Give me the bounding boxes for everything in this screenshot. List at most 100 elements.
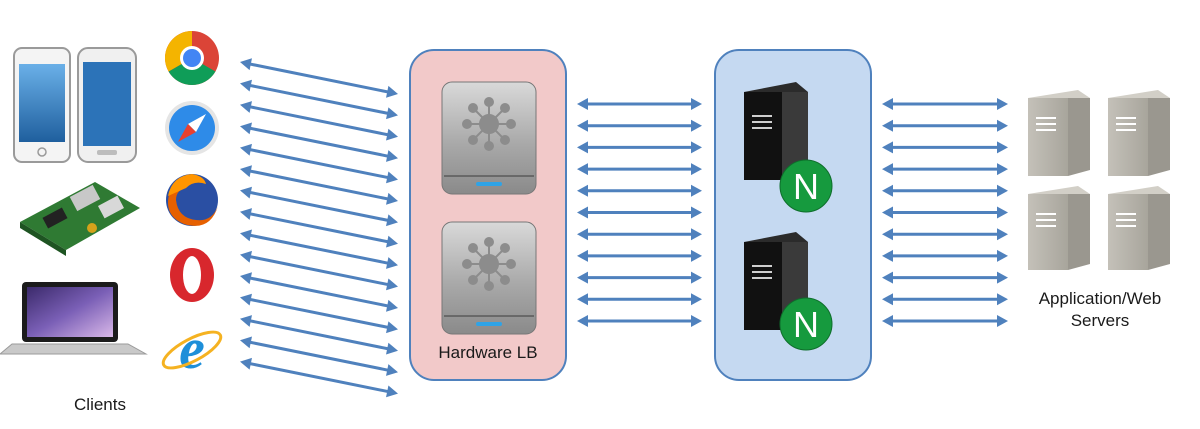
laptop-icon (0, 282, 148, 355)
arrow-head (240, 272, 252, 285)
connection-arrow (248, 297, 390, 330)
server-icon (1108, 90, 1170, 176)
servers-label-line-2: Servers (1070, 311, 1130, 330)
nginx-server-icon: N (744, 82, 833, 213)
arrow-head (882, 206, 893, 219)
arrow-head (577, 228, 588, 241)
arrow-head (386, 192, 398, 205)
safari-icon (165, 101, 219, 155)
lb-to-nginx-connections (577, 98, 702, 327)
arrow-head (691, 163, 702, 176)
arrow-head (386, 364, 398, 376)
connection-arrow (248, 212, 390, 244)
chrome-icon (164, 30, 219, 86)
smartphone-icon (13, 47, 71, 163)
arrow-head (997, 315, 1008, 327)
arrow-head (882, 184, 893, 197)
arrow-head (386, 385, 398, 398)
svg-text:N: N (793, 166, 819, 207)
arrow-head (240, 165, 252, 178)
arrow-head (997, 271, 1008, 284)
arrow-head (577, 206, 588, 219)
internet-explorer-icon: e (161, 316, 223, 381)
arrow-head (240, 58, 252, 71)
arrow-head (882, 141, 893, 154)
arrow-head (386, 235, 398, 248)
arrow-head (691, 141, 702, 154)
arrow-head (691, 249, 702, 262)
arrow-head (997, 184, 1008, 197)
arrow-head (240, 208, 252, 220)
arrow-head (577, 249, 588, 262)
connection-arrow (248, 105, 390, 137)
arrow-head (577, 98, 588, 110)
connection-arrow (248, 276, 390, 308)
connection-arrow (248, 233, 390, 265)
arrow-head (882, 228, 893, 241)
arrow-head (386, 85, 398, 98)
connection-arrow (248, 83, 390, 116)
arrow-head (240, 186, 252, 199)
arrow-head (386, 299, 398, 312)
arrow-head (386, 107, 398, 120)
nginx-server-icon: N (744, 232, 833, 351)
hardware-lb-label: Hardware LB (438, 343, 538, 362)
arrow-head (386, 321, 398, 334)
arrow-head (691, 206, 702, 219)
arrow-head (691, 98, 702, 110)
connection-arrow (248, 340, 390, 372)
connection-arrow (248, 254, 390, 287)
arrow-head (882, 315, 893, 327)
arrow-head (577, 163, 588, 176)
connection-arrow (248, 361, 390, 394)
arrow-head (240, 229, 252, 242)
arrow-head (240, 143, 252, 156)
server-icon (1108, 186, 1170, 270)
arrow-head (882, 271, 893, 284)
arrow-head (240, 250, 252, 263)
arrow-head (882, 249, 893, 262)
arrow-head (691, 315, 702, 327)
arrow-head (691, 293, 702, 306)
arrow-head (997, 98, 1008, 110)
arrow-head (386, 128, 398, 141)
svg-text:N: N (793, 304, 819, 345)
arrow-head (577, 315, 588, 327)
arrow-head (386, 171, 398, 184)
servers-label-line-1: Application/Web (1038, 289, 1162, 308)
arrow-head (386, 214, 398, 227)
connection-arrow (248, 190, 390, 223)
arrow-head (240, 293, 252, 306)
arrow-head (577, 141, 588, 154)
arrow-head (386, 257, 398, 269)
connection-arrow (248, 62, 390, 94)
arrow-head (386, 342, 398, 355)
arrow-head (691, 184, 702, 197)
arrow-head (240, 315, 252, 327)
server-icon (1028, 186, 1090, 270)
client-to-lb-connections (240, 58, 398, 398)
hardware-load-balancer-icon (441, 81, 537, 195)
arrow-head (882, 119, 893, 132)
arrow-head (577, 293, 588, 306)
arrow-head (577, 271, 588, 284)
connection-arrow (248, 147, 390, 180)
arrow-head (997, 249, 1008, 262)
connection-arrow (248, 319, 390, 351)
arrow-head (240, 79, 252, 92)
hardware-load-balancer-icon (441, 221, 537, 335)
firefox-icon (166, 174, 218, 226)
server-icon (1028, 90, 1090, 176)
arrow-head (386, 278, 398, 291)
arrow-head (240, 101, 252, 113)
arrow-head (882, 163, 893, 176)
arrow-head (997, 206, 1008, 219)
connection-arrow (248, 169, 390, 201)
raspberry-pi-board-icon (20, 182, 140, 256)
arrow-head (997, 119, 1008, 132)
smartphone-icon (77, 47, 137, 163)
connection-arrow (248, 126, 390, 158)
arrow-head (997, 228, 1008, 241)
arrow-head (997, 293, 1008, 306)
